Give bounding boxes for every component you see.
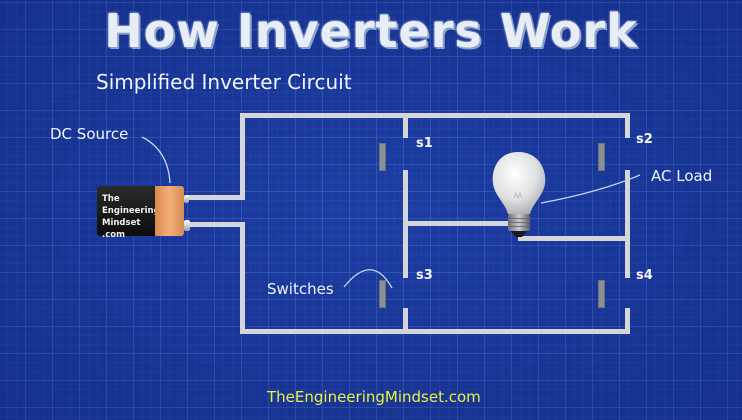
wire-right-s4-bottom	[625, 308, 630, 334]
switches-label: Switches	[267, 280, 334, 298]
wire-load-left	[403, 221, 513, 226]
wire-load-right	[518, 236, 630, 241]
wire-mid-s1-top	[403, 113, 408, 138]
page-subtitle: Simplified Inverter Circuit	[96, 70, 352, 94]
wire-battery-negative	[186, 222, 245, 227]
battery-label: The Engineering Mindset .com	[102, 193, 160, 241]
switch-s1[interactable]	[379, 143, 386, 171]
wire-top	[240, 113, 630, 118]
switch-s4[interactable]	[598, 280, 605, 308]
light-bulb-icon	[492, 152, 546, 237]
dc-battery: The Engineering Mindset .com	[97, 186, 190, 240]
switch-label-s2: s2	[636, 132, 653, 147]
switch-label-s3: s3	[416, 268, 433, 283]
dc-source-label: DC Source	[50, 125, 129, 143]
battery-label-line3: Mindset .com	[102, 218, 141, 240]
battery-body: The Engineering Mindset .com	[97, 186, 160, 240]
wire-left-bottom	[240, 222, 245, 334]
wire-right-s2-top	[625, 113, 630, 138]
switch-s3[interactable]	[379, 280, 386, 308]
page-title: How Inverters Work	[104, 4, 638, 58]
battery-label-line1: The	[102, 194, 120, 204]
battery-label-line2: Engineering	[102, 206, 160, 216]
switch-label-s1: s1	[416, 136, 433, 151]
ac-load-label: AC Load	[651, 167, 713, 185]
wire-battery-positive	[186, 195, 245, 200]
wire-mid-s3-bottom	[403, 308, 408, 334]
battery-terminal-negative	[184, 220, 190, 231]
wire-bottom	[240, 329, 630, 334]
battery-cap	[155, 186, 184, 236]
switch-s2[interactable]	[598, 143, 605, 171]
ac-load-leader-line	[540, 174, 641, 204]
website-footer[interactable]: TheEngineeringMindset.com	[267, 388, 481, 406]
wire-right-s2-bottom	[625, 170, 630, 278]
wire-left-top	[240, 113, 245, 199]
dc-source-leader-line	[141, 136, 171, 184]
switch-label-s4: s4	[636, 268, 653, 283]
switches-leader-line	[343, 269, 393, 289]
battery-terminal-positive	[184, 195, 189, 203]
